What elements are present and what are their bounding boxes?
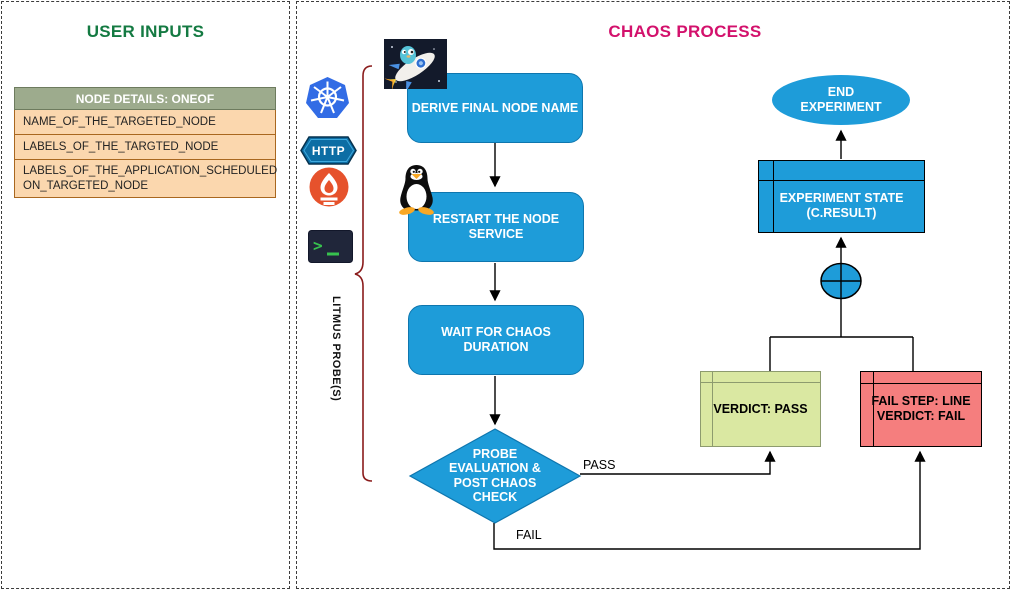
flow-node-restart: RESTART THE NODE SERVICE: [408, 192, 584, 262]
flow-node-wait: WAIT FOR CHAOS DURATION: [408, 305, 584, 375]
kubernetes-icon: [305, 76, 350, 125]
node-details-table: NODE DETAILS: ONEOF NAME_OF_THE_TARGETED…: [14, 87, 277, 198]
http-probe-icon: HTTP: [300, 136, 357, 170]
verdict-fail-box: FAIL STEP: LINE VERDICT: FAIL: [860, 371, 982, 447]
chaos-process-title: CHAOS PROCESS: [608, 22, 762, 41]
fail-edge-label: FAIL: [516, 528, 542, 542]
end-experiment-terminator: END EXPERIMENT: [772, 75, 910, 125]
flow-node-decision-label: PROBE EVALUATION & POST CHAOS CHECK: [449, 447, 541, 505]
experiment-state-box: EXPERIMENT STATE (C.RESULT): [758, 160, 925, 233]
terminal-icon: >: [308, 230, 353, 268]
table-row: NAME_OF_THE_TARGETED_NODE: [14, 110, 276, 135]
litmus-rocket-icon: [384, 39, 447, 94]
prometheus-icon: [309, 167, 349, 212]
user-inputs-title: USER INPUTS: [86, 22, 205, 41]
verdict-pass-box: VERDICT: PASS: [700, 371, 821, 447]
svg-text:>: >: [313, 236, 323, 255]
litmus-probes-label: LITMUS PROBE(S): [330, 296, 342, 402]
linux-tux-icon: [395, 160, 438, 220]
table-header: NODE DETAILS: ONEOF: [14, 87, 276, 110]
table-row: LABELS_OF_THE_APPLICATION_SCHEDULED ON_T…: [14, 160, 277, 198]
http-icon-label: HTTP: [312, 144, 345, 158]
table-row: LABELS_OF_THE_TARGTED_NODE: [14, 135, 276, 160]
pass-edge-label: PASS: [583, 458, 616, 472]
